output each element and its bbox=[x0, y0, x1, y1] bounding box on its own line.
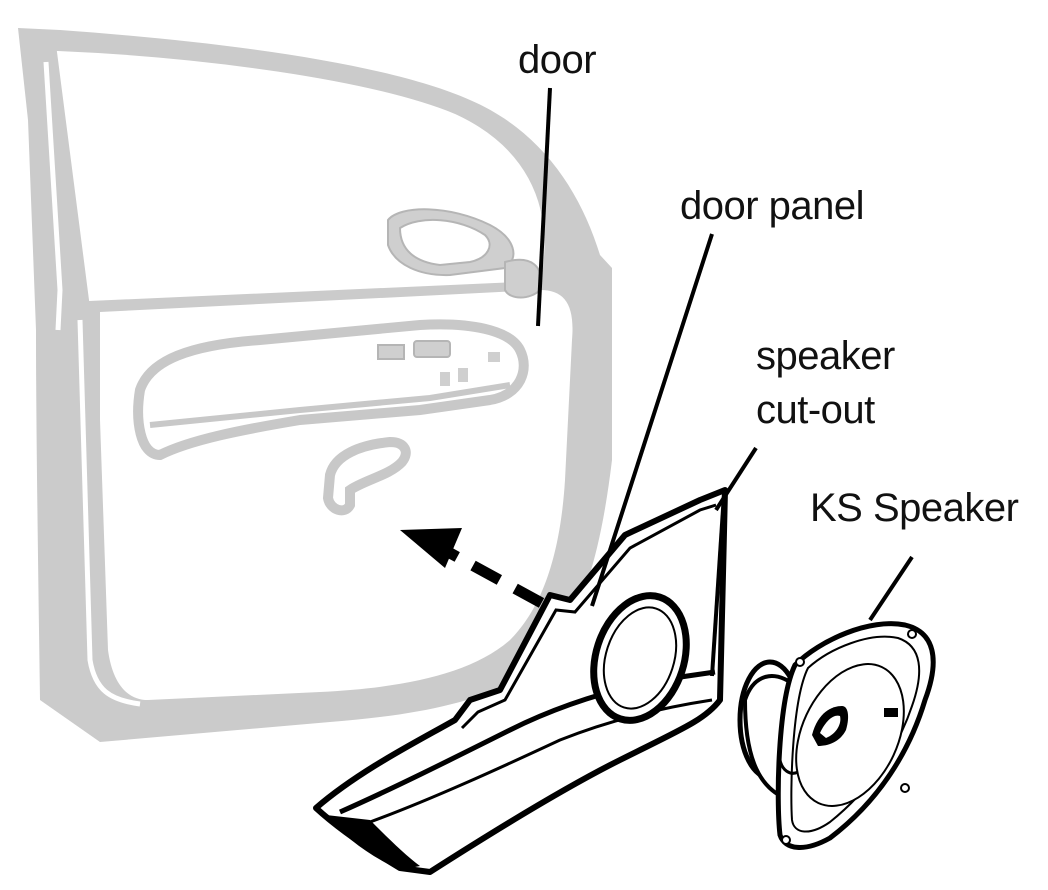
leader-door-panel bbox=[590, 233, 714, 607]
window-switch-right bbox=[413, 340, 451, 358]
leader-door bbox=[536, 87, 552, 327]
leader-speaker-cutout bbox=[714, 446, 758, 512]
label-speaker-cutout-line2: cut-out bbox=[756, 388, 875, 432]
label-speaker-cutout-line1: speaker bbox=[756, 334, 895, 378]
ks-speaker bbox=[737, 621, 936, 850]
label-door-panel: door panel bbox=[680, 184, 865, 228]
label-door: door bbox=[518, 38, 597, 82]
door-panel-piece bbox=[313, 487, 728, 875]
door-handle bbox=[322, 436, 411, 516]
leader-lines bbox=[536, 87, 914, 622]
label-ks-speaker: KS Speaker bbox=[810, 486, 1019, 530]
leader-ks-speaker bbox=[868, 555, 914, 622]
window-switch-left bbox=[377, 344, 405, 360]
car-door bbox=[18, 28, 612, 742]
